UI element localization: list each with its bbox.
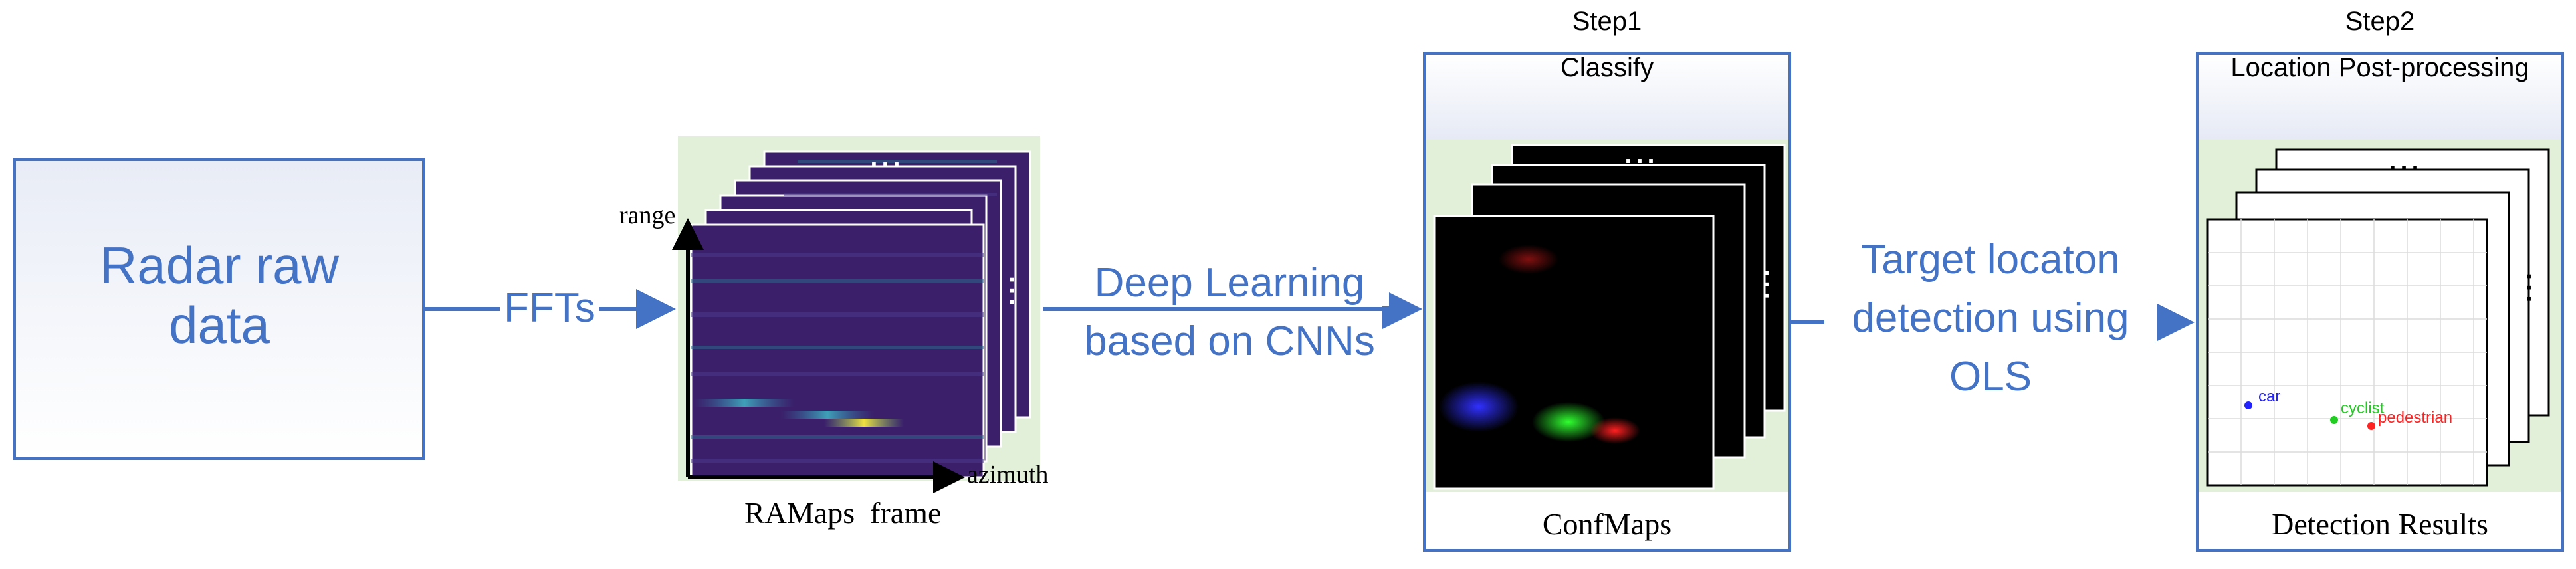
deep-learning-label-2: based on CNNs (1084, 318, 1375, 364)
confmaps-side-ellipsis: ... (1759, 269, 1788, 303)
step1-header-area (1426, 55, 1788, 140)
ramaps-top-ellipsis: ... (870, 143, 904, 172)
deep-learning-label-1: Deep Learning (1070, 259, 1389, 307)
step2-title: Location Post-processing (2230, 53, 2529, 82)
ramaps-side-ellipsis: ... (1004, 276, 1033, 310)
detection-results-stack: car cyclist pedestrian (2206, 148, 2550, 487)
ramaps-frame-stack (690, 150, 1031, 479)
step1-caption: ConfMaps (1542, 507, 1672, 541)
detection-label-car: car (2258, 388, 2280, 405)
detection-label-pedestrian: pedestrian (2378, 409, 2452, 427)
step2-header-area (2199, 55, 2561, 140)
radar-raw-data-label: Radar raw data (100, 236, 339, 354)
detection-point-cyclist (2330, 416, 2338, 424)
azimuth-axis-label: azimuth (967, 461, 1049, 489)
ramaps-caption: RAMaps frame (744, 496, 942, 530)
step1-title: Classify (1560, 53, 1654, 82)
range-axis-label: range (619, 201, 676, 229)
detection-top-ellipsis: ... (2389, 146, 2422, 175)
confmaps-stack (1433, 144, 1786, 490)
fft-label: FFTs (500, 284, 599, 332)
radar-raw-data-box (13, 158, 425, 460)
target-label-1: Target locaton (1861, 237, 2120, 283)
detection-point-car (2244, 401, 2252, 409)
detection-side-ellipsis: ... (2521, 273, 2550, 306)
step2-step-label: Step2 (2345, 7, 2415, 36)
detection-label-cyclist: cyclist (2341, 399, 2385, 417)
target-label-2: detection using (1824, 294, 2157, 342)
confmaps-top-ellipsis: ... (1624, 140, 1658, 169)
target-label-3: OLS (1949, 354, 2032, 399)
detection-point-pedestrian (2367, 422, 2375, 430)
step2-caption: Detection Results (2272, 507, 2488, 541)
step1-step-label: Step1 (1572, 7, 1642, 36)
